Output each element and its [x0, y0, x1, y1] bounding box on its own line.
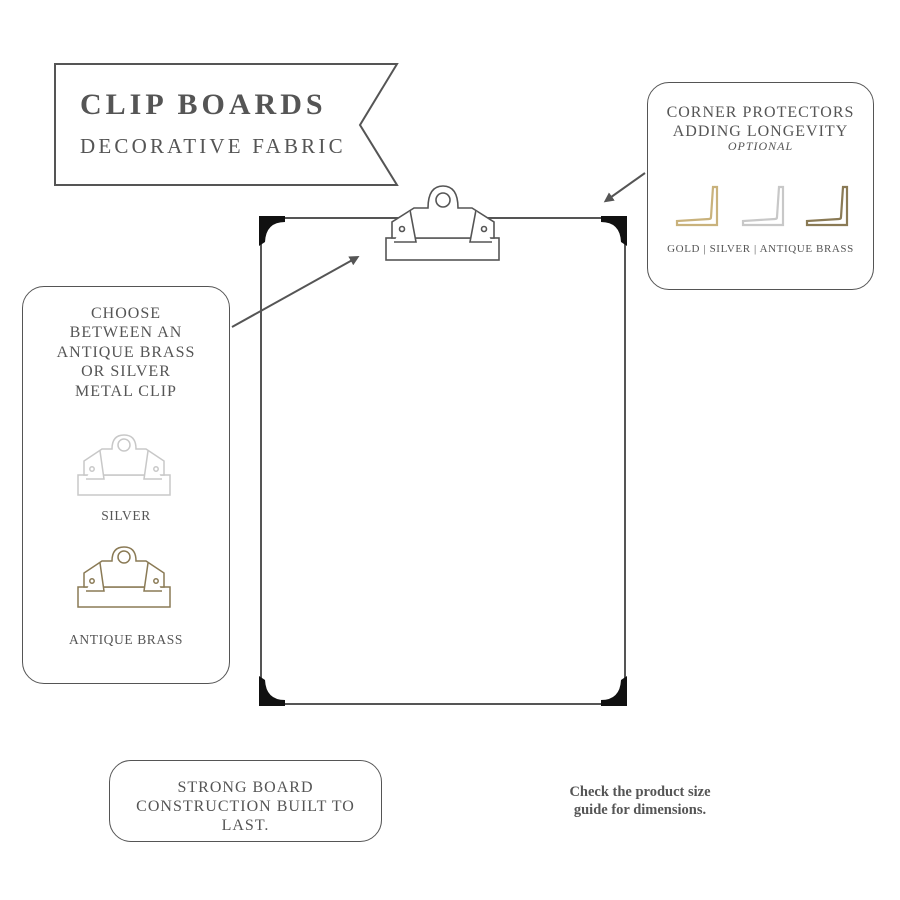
optional-label: OPTIONAL	[727, 139, 794, 153]
corner-options-label: GOLD | SILVER | ANTIQUE BRASS	[667, 243, 854, 255]
corner-protector-bottom-left	[259, 676, 285, 706]
antique-brass-clip-icon	[77, 546, 171, 608]
antique-brass-clip-label: ANTIQUE BRASS	[69, 632, 183, 647]
banner-subtitle: DECORATIVE FABRIC	[80, 134, 346, 158]
clip-heading-line-1: CHOOSE	[90, 305, 161, 322]
corner-protectors-heading: CORNER PROTECTORS ADDING LONGEVITY	[648, 103, 873, 141]
size-guide-note: Check the product size guide for dimensi…	[540, 783, 740, 819]
silver-clip-label: SILVER	[101, 508, 151, 523]
silver-clip-icon	[77, 434, 171, 496]
clip-choice-panel: CHOOSE BETWEEN AN ANTIQUE BRASS OR SILVE…	[22, 286, 230, 684]
construction-panel: STRONG BOARD CONSTRUCTION BUILT TO LAST.	[109, 760, 382, 842]
corner-protectors-panel: CORNER PROTECTORS ADDING LONGEVITY OPTIO…	[647, 82, 874, 290]
corner-heading-line-1: CORNER PROTECTORS	[666, 104, 855, 121]
clip-choice-heading: CHOOSE BETWEEN AN ANTIQUE BRASS OR SILVE…	[23, 304, 229, 401]
construction-line-2: CONSTRUCTION BUILT TO	[136, 798, 355, 815]
main-clip-icon	[385, 185, 500, 261]
clip-heading-line-4: OR SILVER	[81, 363, 171, 381]
banner-ribbon	[54, 63, 399, 186]
arrow-to-corner	[603, 172, 646, 203]
size-guide-line-1: Check the product size	[569, 784, 711, 800]
antique-brass-corner-icon	[805, 185, 849, 227]
clip-heading-line-3: ANTIQUE BRASS	[56, 343, 196, 361]
gold-corner-icon	[675, 185, 719, 227]
clipboard-board	[260, 217, 626, 705]
corner-protector-bottom-right	[601, 676, 627, 706]
construction-line-1: STRONG BOARD	[177, 779, 314, 796]
size-guide-line-2: guide for dimensions.	[573, 802, 707, 818]
banner-title: CLIP BOARDS	[80, 88, 327, 121]
arrow-to-clip	[231, 256, 360, 328]
clip-heading-line-2: BETWEEN AN	[69, 324, 183, 342]
corner-heading-line-2: ADDING LONGEVITY	[672, 123, 849, 140]
silver-corner-icon	[741, 185, 785, 227]
corner-protector-top-left	[259, 216, 285, 246]
construction-line-3: LAST.	[221, 817, 270, 834]
construction-text: STRONG BOARD CONSTRUCTION BUILT TO LAST.	[110, 778, 381, 835]
clip-heading-line-5: METAL CLIP	[75, 382, 177, 400]
corner-protector-top-right	[601, 216, 627, 246]
